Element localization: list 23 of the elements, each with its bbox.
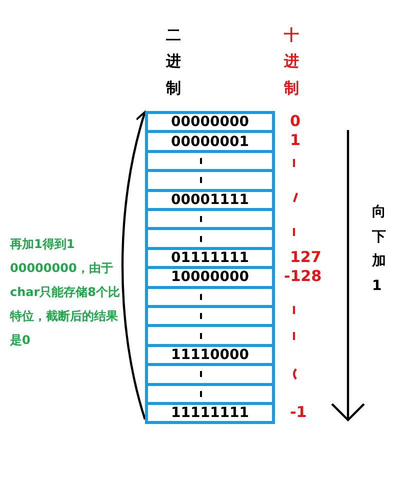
binary-value: 00000001	[171, 134, 249, 149]
empty-cell	[145, 324, 275, 347]
binary-value: 00000000	[171, 115, 249, 130]
binary-value: 00001111	[171, 192, 249, 207]
empty-cell	[145, 169, 275, 192]
decimal-value: -128	[284, 269, 322, 284]
decimal-value: -1	[290, 405, 307, 420]
binary-value: 11111111	[171, 406, 249, 420]
binary-cell	[145, 266, 275, 289]
decimal-value: 1	[290, 133, 300, 148]
empty-cell	[145, 227, 275, 250]
decimal-value: 127	[290, 250, 322, 265]
binary-cell	[145, 402, 275, 424]
column-header: 二进制	[166, 25, 181, 98]
binary-value: 01111111	[171, 250, 249, 265]
decimal-value: 0	[290, 114, 300, 129]
empty-cell	[145, 363, 275, 386]
binary-value: 11110000	[171, 348, 249, 362]
binary-value: 10000000	[171, 270, 249, 284]
binary-cell	[145, 130, 275, 153]
direction-label: 向下加1	[372, 203, 386, 296]
note-text: 再加1得到1 00000000，由于char只能存储8个比特位，截断后的结果是0	[10, 236, 122, 349]
column-header: 十进制	[284, 25, 299, 98]
